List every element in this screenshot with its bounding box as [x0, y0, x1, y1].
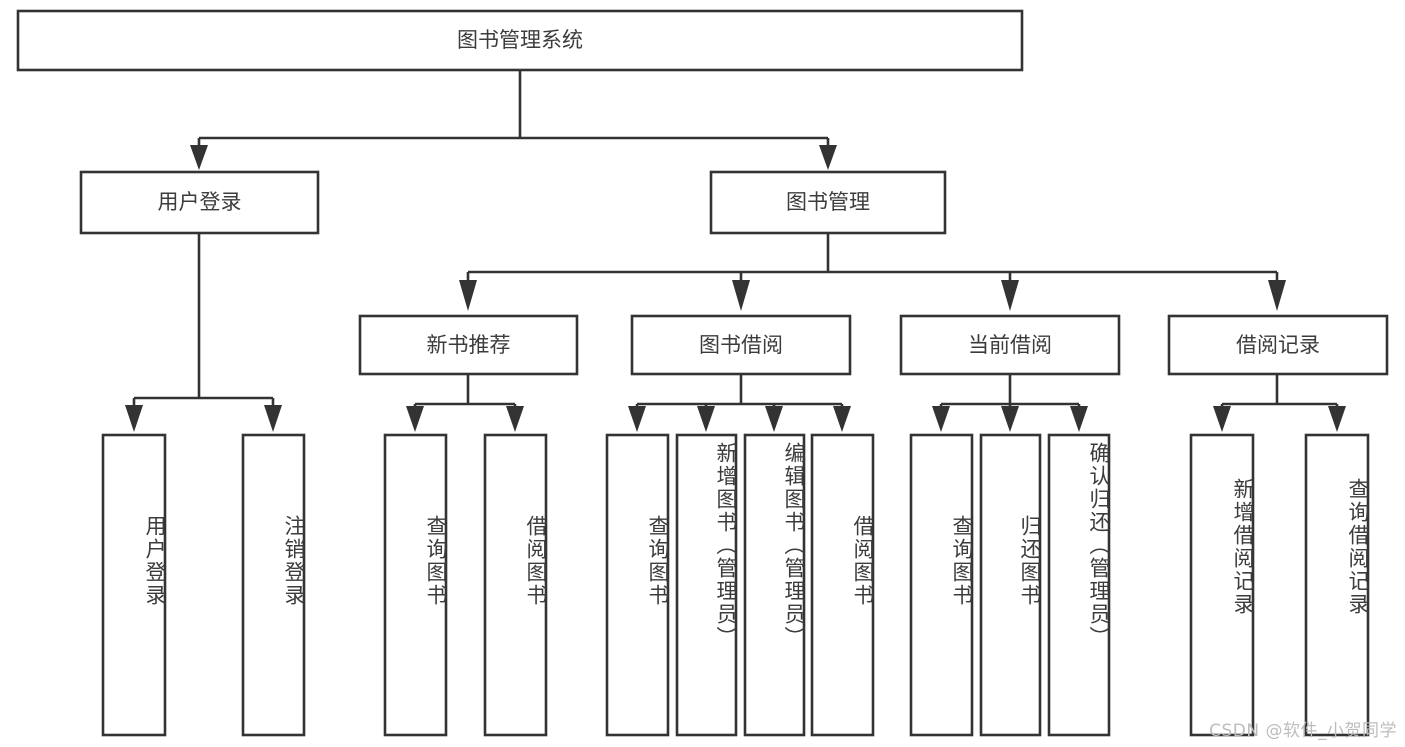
connector-group [125, 70, 1346, 432]
arrow-head-leaf4 [506, 406, 524, 432]
arrow-head-borrow [732, 280, 750, 311]
node-box-current[interactable] [899, 314, 1121, 376]
node-box-login[interactable] [79, 170, 320, 235]
arrow-head-current [1001, 280, 1019, 311]
node-box-leaf13[interactable] [1304, 433, 1370, 737]
node-box-leaf3[interactable] [383, 433, 448, 737]
node-box-borrow[interactable] [630, 314, 852, 376]
arrow-head-leaf11 [1070, 406, 1088, 432]
arrow-head-leaf9 [932, 406, 950, 432]
arrow-head-leaf12 [1213, 406, 1231, 432]
arrow-head-leaf6 [697, 406, 715, 432]
arrow-head-leaf13 [1328, 406, 1346, 432]
node-box-newrec[interactable] [358, 314, 579, 376]
arrow-head-newrec [459, 280, 477, 311]
arrow-head-records [1268, 280, 1286, 311]
node-box-leaf4[interactable] [483, 433, 548, 737]
arrow-head-leaf3 [406, 406, 424, 432]
node-box-leaf10[interactable] [979, 433, 1042, 737]
node-box-leaf5[interactable] [605, 433, 670, 737]
arrow-head-leaf1 [125, 405, 143, 432]
arrow-head-leaf8 [833, 406, 851, 432]
arrow-head-bookmgmt [819, 145, 837, 170]
node-box-leaf9[interactable] [909, 433, 974, 737]
arrow-head-login [190, 145, 208, 170]
node-box-bookmgmt[interactable] [709, 170, 947, 235]
node-box-leaf7[interactable] [743, 433, 806, 737]
node-box-leaf8[interactable] [810, 433, 875, 737]
arrow-head-leaf5 [628, 406, 646, 432]
node-box-group [16, 9, 1389, 737]
node-box-leaf2[interactable] [241, 433, 306, 737]
node-box-root[interactable] [16, 9, 1024, 72]
node-box-leaf12[interactable] [1189, 433, 1255, 737]
node-box-leaf6[interactable] [675, 433, 738, 737]
node-box-leaf1[interactable] [101, 433, 167, 737]
node-box-leaf11[interactable] [1047, 433, 1111, 737]
arrow-head-leaf7 [765, 406, 783, 432]
arrow-head-leaf2 [264, 405, 282, 432]
arrow-head-leaf10 [1001, 406, 1019, 432]
watermark-text: CSDN @软件_小贺同学 [1209, 721, 1397, 741]
node-box-records[interactable] [1167, 314, 1389, 376]
